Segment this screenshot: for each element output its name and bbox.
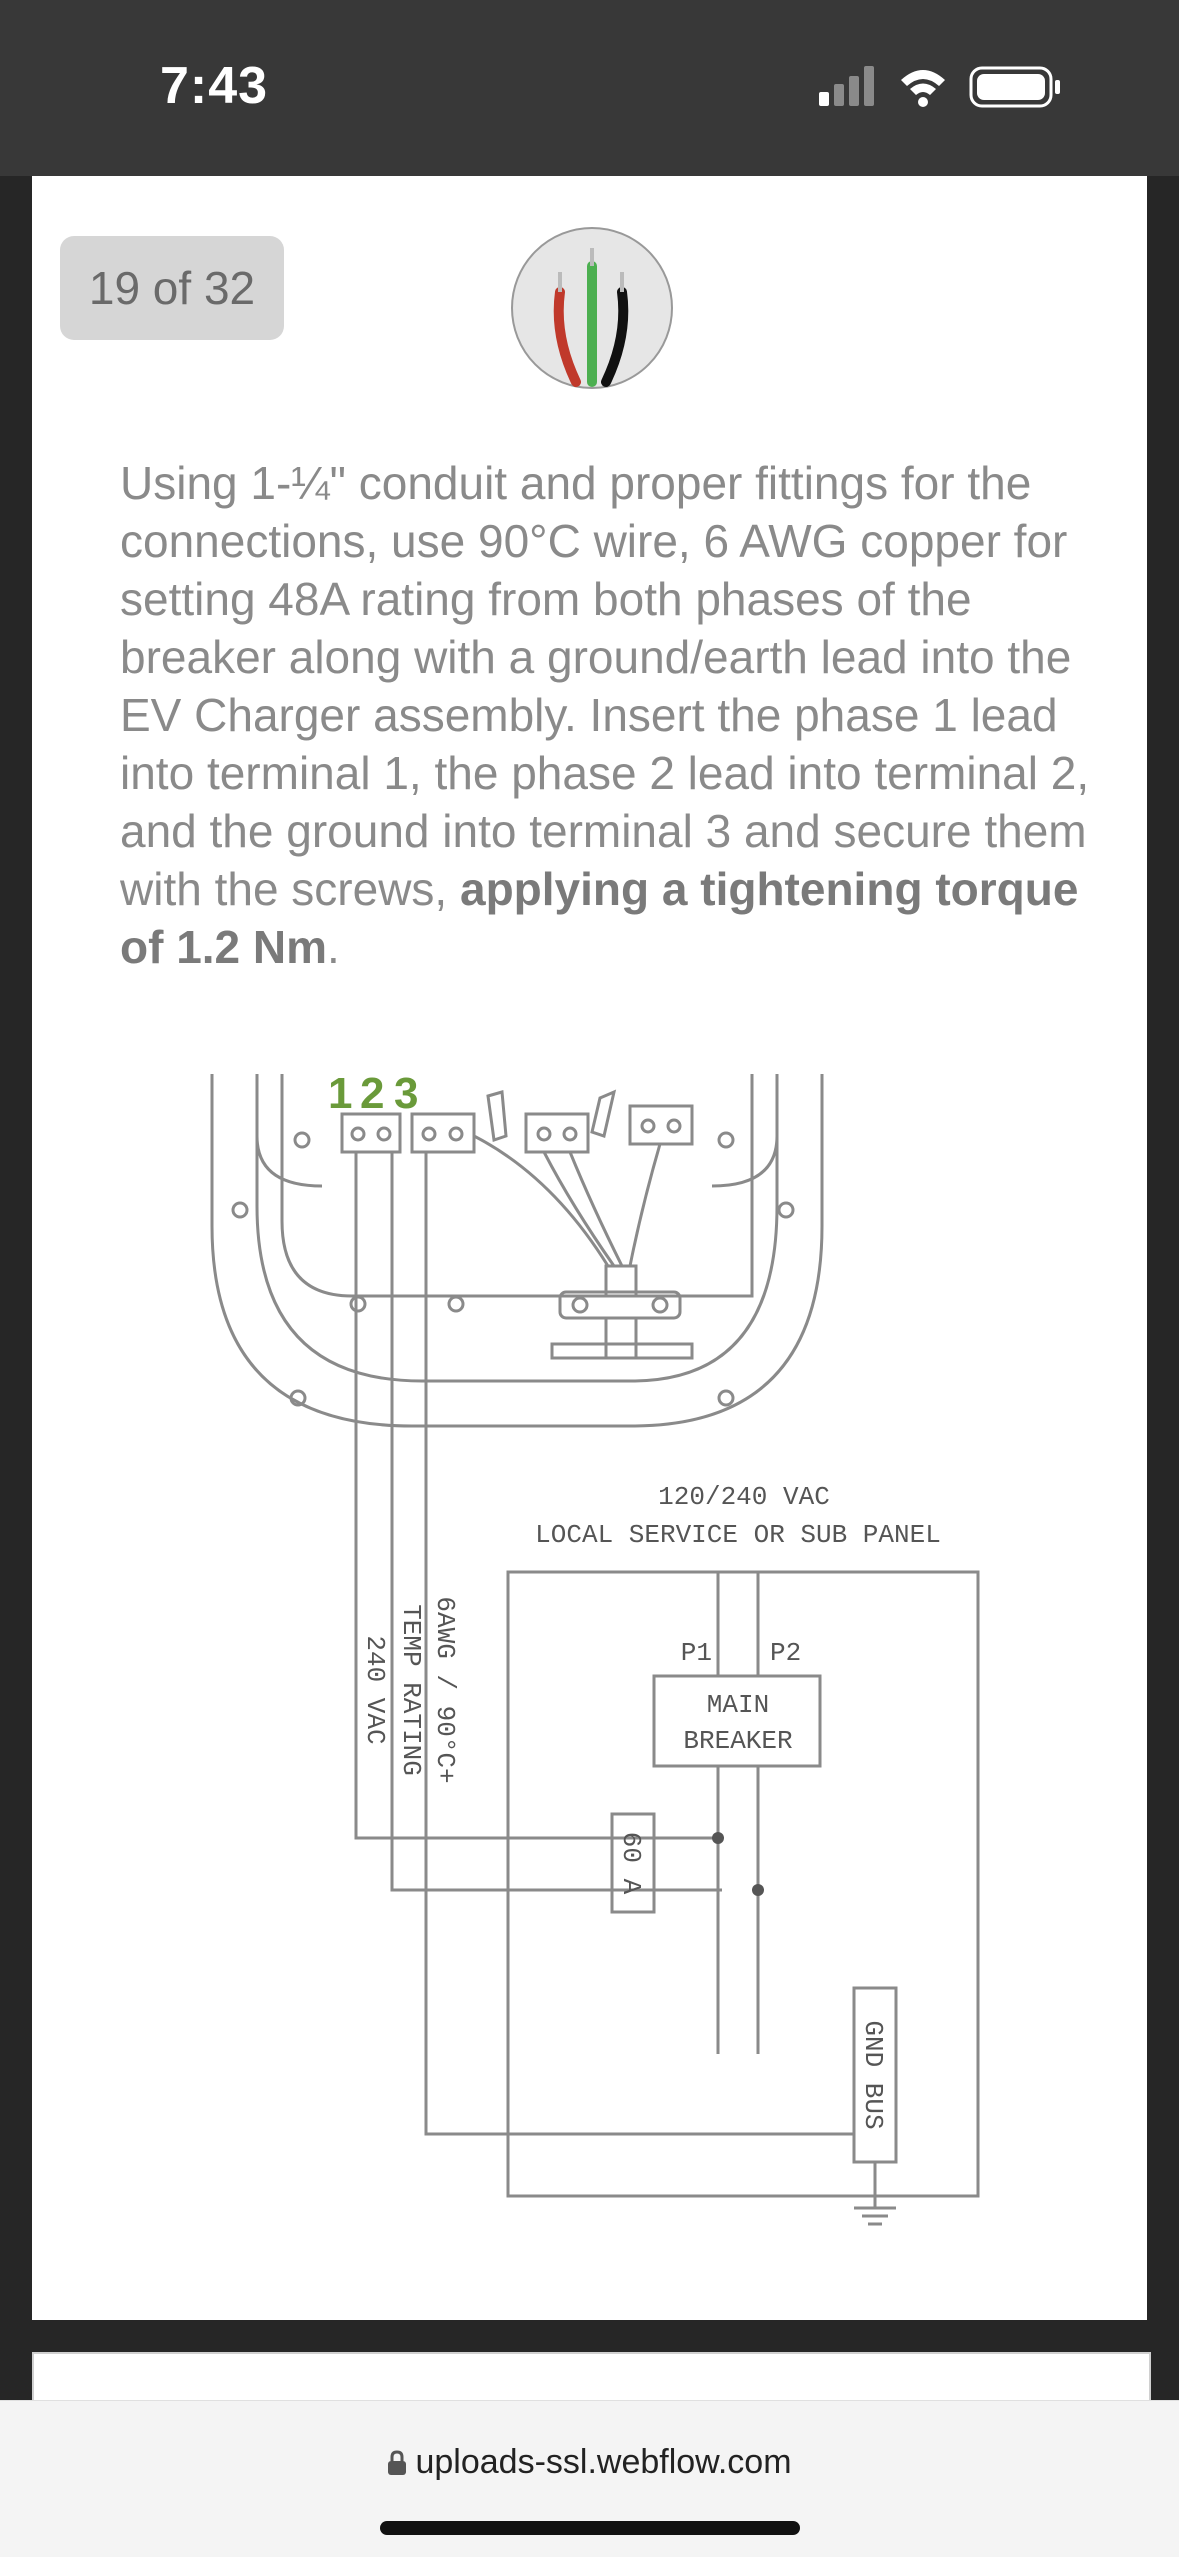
terminal-1-label: 1 <box>328 1069 352 1118</box>
instruction-end: . <box>327 921 340 973</box>
main-breaker-label-1: MAIN <box>707 1690 769 1720</box>
terminal-3-label: 3 <box>394 1069 418 1118</box>
content-panel: 19 of 32 Using 1-¼" conduit and proper f… <box>32 176 1147 2320</box>
clock: 7:43 <box>160 57 269 115</box>
panel-voltage-label: 120/240 VAC <box>658 1482 830 1512</box>
phase-1-label: P1 <box>681 1638 712 1668</box>
instruction-emphasis: applying a tightening torque of 1.2 Nm <box>120 863 1079 973</box>
wire-temp-label: TEMP RATING <box>396 1604 426 1776</box>
url-text: uploads-ssl.webflow.com <box>415 2443 792 2481</box>
status-bar: 7:43 <box>0 0 1179 176</box>
phase-2-label: P2 <box>770 1638 801 1668</box>
address-bar[interactable]: uploads-ssl.webflow.com <box>0 2443 1179 2482</box>
breaker-rating-label: 60 A <box>616 1832 646 1895</box>
main-breaker-label-2: BREAKER <box>683 1726 792 1756</box>
terminal-2-label: 2 <box>360 1069 384 1118</box>
panel-title-label: LOCAL SERVICE OR SUB PANEL <box>535 1520 941 1550</box>
page-gutter <box>1147 176 1179 2320</box>
wire-voltage-label: 240 VAC <box>360 1635 390 1744</box>
signal-icon <box>819 66 874 106</box>
browser-address-bar[interactable]: uploads-ssl.webflow.com <box>0 2400 1179 2557</box>
status-icons <box>819 62 1079 117</box>
wiring-diagram: 1 2 3 120/240 VAC LOCAL SERVICE OR SUB P… <box>210 1069 980 2226</box>
wifi-icon <box>901 70 945 107</box>
lock-icon <box>388 2450 407 2475</box>
slide-counter: 19 of 32 <box>60 236 284 340</box>
instruction-text: Using 1-¼" conduit and proper fittings f… <box>120 457 1090 915</box>
home-indicator[interactable] <box>380 2521 800 2535</box>
battery-icon <box>969 66 1060 108</box>
ground-bus-label: GND BUS <box>858 2020 888 2129</box>
wire-gauge-label: 6AWG / 90°C+ <box>430 1596 460 1783</box>
wires-icon <box>510 226 674 390</box>
instruction-paragraph: Using 1-¼" conduit and proper fittings f… <box>120 454 1120 976</box>
